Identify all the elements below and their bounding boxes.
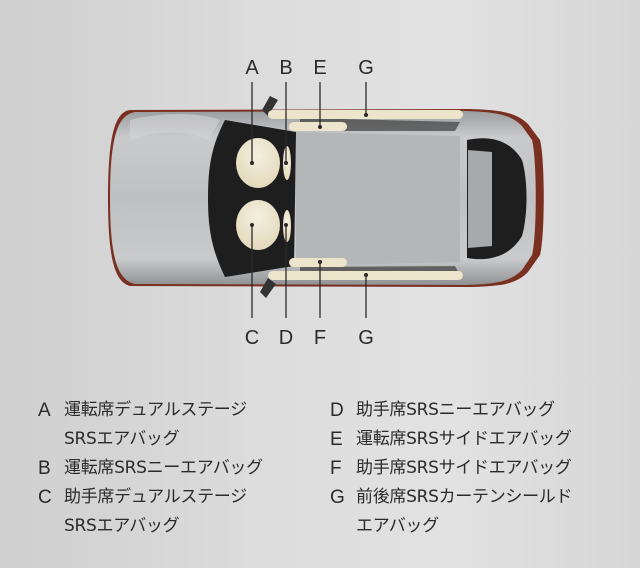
airbag-a (236, 138, 280, 188)
label-f: F (314, 327, 326, 349)
label-g-top: G (358, 57, 374, 79)
leader-dots (250, 113, 368, 277)
label-g-bottom: G (358, 327, 374, 349)
airbag-e (289, 122, 347, 131)
label-a: A (245, 57, 259, 79)
label-c: C (245, 327, 259, 349)
label-d: D (279, 327, 293, 349)
label-b: B (279, 57, 292, 79)
car-airbag-diagram: A B E G C D F G (108, 57, 544, 349)
airbag-f (289, 258, 347, 267)
airbag-c (236, 200, 280, 250)
leader-lines (251, 82, 367, 318)
car-top-view (108, 96, 544, 298)
label-e: E (313, 57, 326, 79)
